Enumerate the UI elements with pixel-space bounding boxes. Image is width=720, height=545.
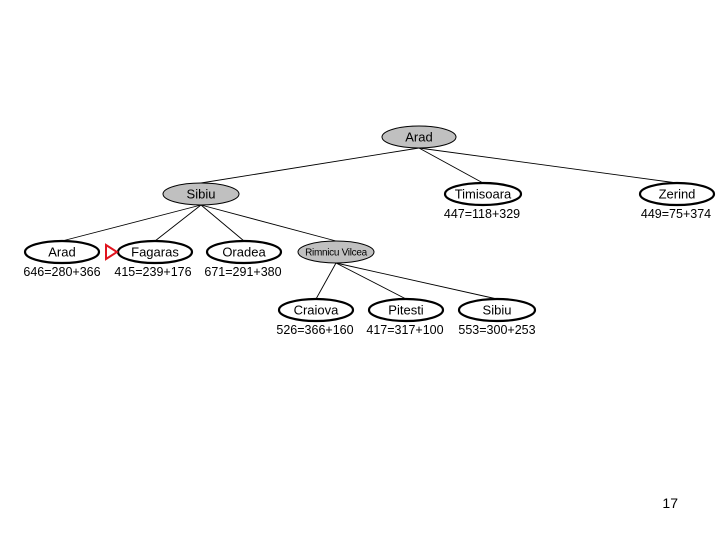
node-score-fagaras: 415=239+176 [114,265,191,279]
node-ellipse-timisoara [443,181,523,207]
node-label-oradea: Oradea [222,245,266,260]
node-label-fagaras: Fagaras [131,245,179,260]
node-zerind: Zerind 449=75+374 [638,181,716,221]
page-number: 17 [662,495,678,511]
node-ellipse-pitesti [367,297,445,323]
node-score-pitesti: 417=317+100 [366,323,443,337]
edge-arad-root-to-timisoara [418,147,484,184]
node-label-arad-root: Arad [405,130,432,145]
node-ellipse-sibiu [162,182,240,206]
node-arad-2: Arad 646=280+366 [23,239,101,279]
edge-rimnicu-vilcea-to-sibiu-2 [335,262,498,300]
node-label-sibiu-2: Sibiu [483,303,512,318]
edge-arad-root-to-zerind [418,147,678,184]
edge-arad-root-to-sibiu [200,147,420,184]
node-sibiu-2: Sibiu 553=300+253 [457,297,537,337]
edge-sibiu-to-rimnicu-vilcea [200,204,337,242]
node-label-arad-2: Arad [48,245,75,260]
node-ellipse-zerind [638,181,716,207]
edge-rimnicu-vilcea-to-craiova [315,262,337,300]
node-ellipse-arad-2 [23,239,101,265]
node-label-pitesti: Pitesti [388,303,424,318]
node-ellipse-oradea [205,239,283,265]
node-score-oradea: 671=291+380 [204,265,281,279]
node-sibiu: Sibiu [162,182,240,206]
node-craiova: Craiova 526=366+160 [276,297,355,337]
node-label-sibiu: Sibiu [187,187,216,202]
edge-sibiu-to-arad-2 [61,204,202,242]
node-label-rimnicu-vilcea: Rimnicu Vilcea [305,248,367,259]
edge-sibiu-to-oradea [200,204,245,242]
node-rimnicu-vilcea: Rimnicu Vilcea [297,240,375,264]
node-ellipse-rimnicu-vilcea [297,240,375,264]
node-score-timisoara: 447=118+329 [444,207,520,221]
marker-layer [105,243,119,261]
node-ellipse-arad-root [381,125,457,149]
node-label-craiova: Craiova [294,303,340,318]
selection-arrow-icon [105,243,119,261]
node-oradea: Oradea 671=291+380 [204,239,283,279]
edge-rimnicu-vilcea-to-pitesti [335,262,407,300]
node-fagaras: Fagaras 415=239+176 [114,239,194,279]
node-score-craiova: 526=366+160 [276,323,353,337]
node-score-zerind: 449=75+374 [641,207,711,221]
node-ellipse-craiova [277,297,355,323]
node-score-sibiu-2: 553=300+253 [458,323,535,337]
node-label-zerind: Zerind [659,187,696,202]
node-pitesti: Pitesti 417=317+100 [366,297,445,337]
edges-layer [61,147,678,300]
node-ellipse-sibiu-2 [457,297,537,323]
node-label-timisoara: Timisoara [455,187,512,202]
edge-sibiu-to-fagaras [154,204,202,242]
node-timisoara: Timisoara 447=118+329 [443,181,523,221]
node-arad-root: Arad [381,125,457,149]
node-score-arad-2: 646=280+366 [23,265,100,279]
